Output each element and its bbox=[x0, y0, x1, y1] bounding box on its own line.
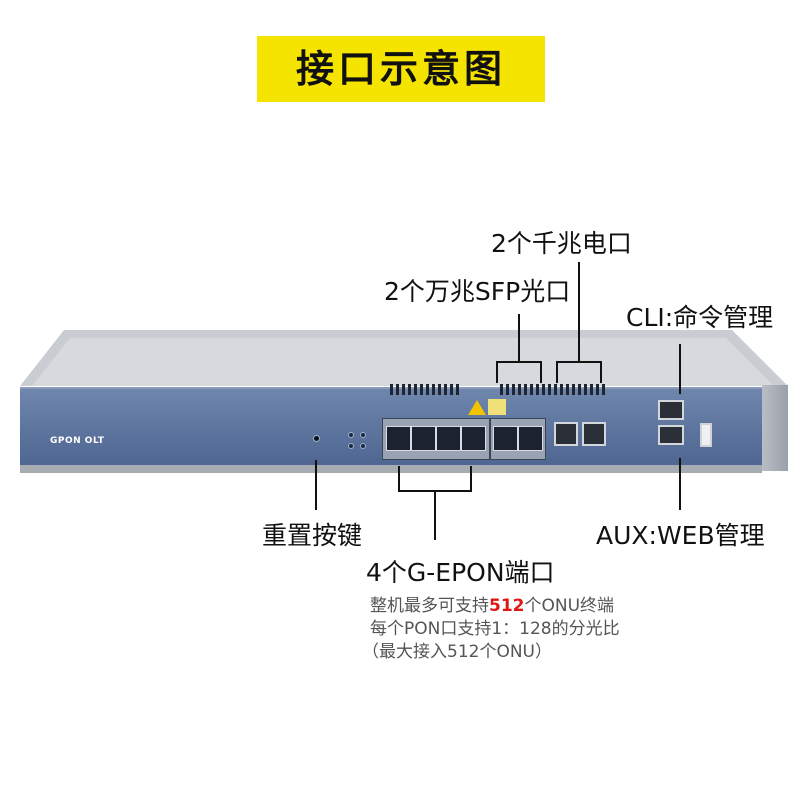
note-text: 整机最多可支持 bbox=[370, 596, 489, 616]
title-banner bbox=[257, 36, 545, 102]
epon-port[interactable] bbox=[436, 426, 461, 451]
label-sfp-10g-ports: 2个万兆SFP光口 bbox=[384, 277, 571, 306]
gigabit-port[interactable] bbox=[582, 422, 606, 446]
panel-side bbox=[762, 385, 788, 471]
note-max-onu: 整机最多可支持512个ONU终端 bbox=[370, 591, 614, 616]
epon-port[interactable] bbox=[461, 426, 486, 451]
label-gigabit-ports: 2个千兆电口 bbox=[491, 229, 632, 258]
usb-port[interactable] bbox=[700, 423, 712, 447]
callout-bracket bbox=[540, 361, 542, 383]
callout-bracket bbox=[398, 466, 400, 492]
status-led bbox=[360, 432, 366, 438]
cli-port[interactable] bbox=[658, 400, 684, 420]
laser-warning-icon bbox=[468, 400, 486, 415]
sfp-10g-port[interactable] bbox=[493, 426, 518, 451]
sfp-10g-port[interactable] bbox=[518, 426, 543, 451]
callout-line bbox=[679, 344, 681, 394]
label-epon-ports: 4个G-EPON端口 bbox=[366, 558, 555, 587]
callout-bracket bbox=[556, 361, 602, 363]
callout-bracket bbox=[496, 361, 542, 363]
callout-line bbox=[518, 314, 520, 362]
status-led bbox=[360, 443, 366, 449]
warning-plate bbox=[488, 399, 506, 415]
callout-line bbox=[315, 460, 317, 510]
aux-port[interactable] bbox=[658, 425, 684, 445]
note-max-access: （最大接入512个ONU） bbox=[362, 642, 552, 662]
gigabit-port[interactable] bbox=[554, 422, 578, 446]
epon-port[interactable] bbox=[411, 426, 436, 451]
callout-line bbox=[679, 458, 681, 510]
callout-line bbox=[434, 490, 436, 540]
epon-port[interactable] bbox=[386, 426, 411, 451]
callout-line bbox=[578, 262, 580, 362]
note-split-ratio: 每个PON口支持1：128的分光比 bbox=[370, 619, 620, 639]
note-highlight: 512 bbox=[489, 596, 525, 616]
label-cli: CLI:命令管理 bbox=[626, 303, 774, 332]
callout-bracket bbox=[600, 361, 602, 383]
label-aux: AUX:WEB管理 bbox=[596, 521, 765, 550]
note-text: 个ONU终端 bbox=[524, 596, 615, 616]
reset-button[interactable] bbox=[313, 435, 320, 442]
status-led bbox=[348, 432, 354, 438]
status-led bbox=[348, 443, 354, 449]
callout-bracket bbox=[556, 361, 558, 383]
brand-label: GPON OLT bbox=[50, 436, 105, 446]
chassis-top bbox=[20, 330, 788, 386]
page-title: 接口示意图 bbox=[295, 47, 506, 91]
callout-bracket bbox=[470, 466, 472, 492]
callout-bracket bbox=[496, 361, 498, 383]
label-reset: 重置按键 bbox=[262, 521, 363, 550]
